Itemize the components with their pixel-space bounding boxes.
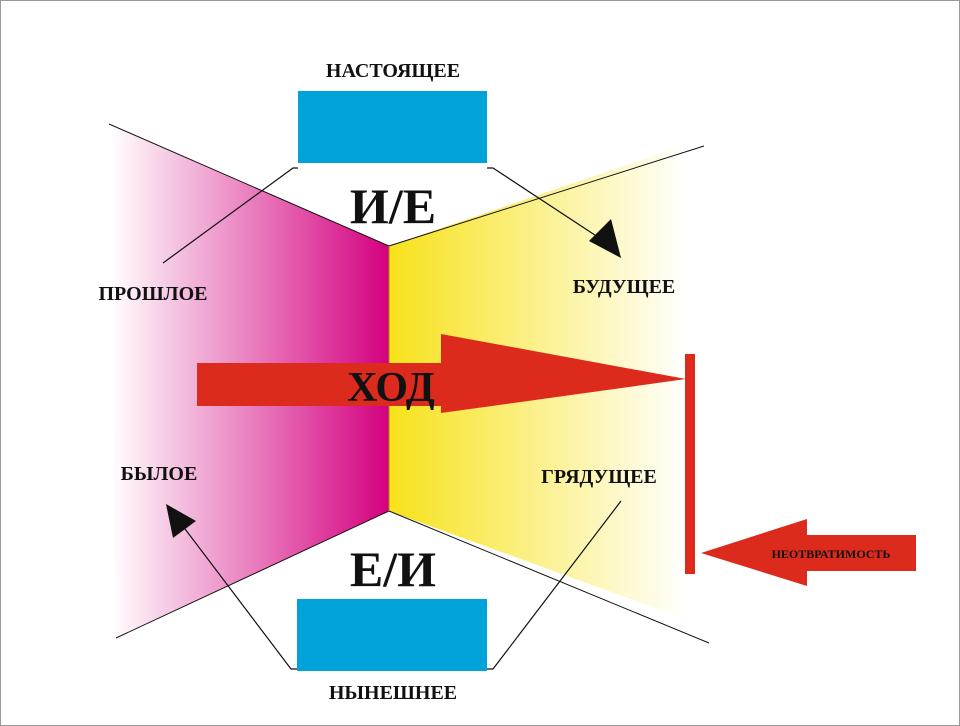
label-coming: ГРЯДУЩЕЕ <box>541 466 657 488</box>
connector-lines <box>162 167 622 670</box>
label-present: НАСТОЯЩЕЕ <box>326 60 460 82</box>
label-bygone: БЫЛОЕ <box>121 463 198 485</box>
arrowhead-bygone-icon <box>166 504 196 538</box>
label-inevitability: НЕОТВРАТИМОСТЬ <box>772 547 891 561</box>
label-top-center: И/Е <box>350 178 436 234</box>
label-course: ХОД <box>347 365 435 411</box>
label-past: ПРОШЛОЕ <box>99 283 208 305</box>
course-arrow <box>197 334 686 413</box>
arrowhead-future-icon <box>589 219 621 258</box>
present-box <box>298 91 487 163</box>
label-current: НЫНЕШНЕЕ <box>329 682 457 704</box>
boundary-lines <box>108 123 710 644</box>
inevitability-arrow <box>701 519 916 586</box>
label-future: БУДУЩЕЕ <box>573 276 676 298</box>
inevitability-barrier <box>685 354 695 574</box>
current-box <box>297 599 487 671</box>
label-bottom-center: Е/И <box>350 541 436 597</box>
